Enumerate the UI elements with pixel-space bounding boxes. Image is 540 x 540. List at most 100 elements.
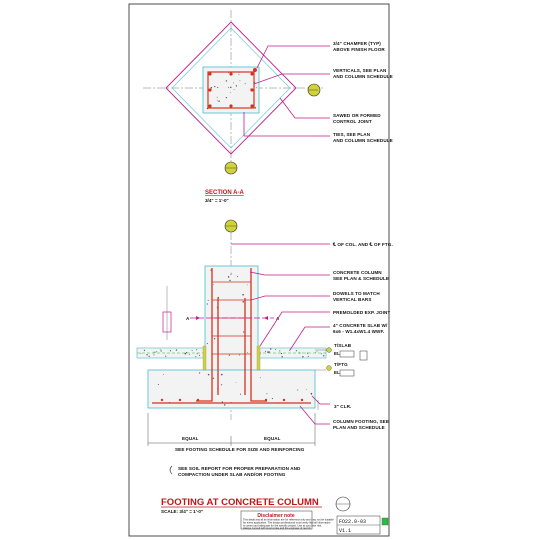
tof-label: T/FTG: [334, 362, 348, 367]
sheet-number: FO22.0-03: [339, 519, 366, 525]
equal-dimension: [147, 413, 316, 446]
hatch-dot: [221, 384, 223, 386]
hatch-dot: [184, 352, 187, 355]
hatch-dot: [298, 352, 300, 354]
hatch-dot: [255, 87, 257, 89]
hatch-dot: [243, 331, 245, 333]
hatch-dot: [210, 269, 212, 271]
plan-view: 3/4" CHAMFER (TYP) ABOVE FINISH FLOOR VE…: [143, 10, 393, 175]
hatch-dot: [306, 389, 307, 390]
hatch-dot: [281, 356, 283, 358]
exp-joint-left: [202, 345, 207, 371]
elevation-tags: T/SLAB EL T/FTG EL: [326, 343, 368, 377]
title-block: FOOTING AT CONCRETE COLUMN SCALE: 3/4" =…: [161, 496, 389, 535]
hatch-dot: [242, 293, 244, 296]
note-joint-2: CONTROL JOINT: [333, 119, 372, 124]
note-exp-joint: PREMOLDED EXP. JOINT: [333, 310, 390, 315]
note-schedule: SEE FOOTING SCHEDULE FOR SIZE AND REINFO…: [175, 447, 305, 452]
hatch-dot: [295, 350, 298, 352]
note-soils-1: SEE SOIL REPORT FOR PROPER PREPARATION A…: [178, 466, 301, 471]
note-joint-1: SAWED OR FORMED: [333, 113, 381, 118]
hatch-dot: [196, 353, 198, 355]
hatch-dot: [223, 404, 226, 406]
plan-leaders: [243, 45, 330, 137]
hatch-dot: [239, 393, 242, 395]
hatch-dot: [206, 303, 208, 305]
hatch-dot: [227, 276, 230, 278]
note-verticals-2: AND COLUMN SCHEDULE: [333, 74, 393, 79]
hatch-dot: [212, 377, 215, 379]
tos-el: EL: [334, 351, 340, 356]
hatch-dot: [230, 92, 231, 93]
hatch-dot: [228, 72, 229, 74]
main-scale: SCALE: 3/4" = 1'-0": [161, 509, 203, 514]
hatch-dot: [279, 350, 281, 352]
note-dowels-2: VERTICAL BARS: [333, 297, 371, 302]
tof-el: EL: [334, 370, 340, 375]
disclaimer-line-2: for every application. The design profes…: [243, 521, 331, 525]
hatch-dot: [289, 349, 291, 351]
equal-right: EQUAL: [264, 436, 281, 441]
sheet-version: V1.1: [339, 528, 351, 534]
equal-left: EQUAL: [182, 436, 199, 441]
hatch-dot: [229, 279, 231, 282]
hatch-dot: [271, 398, 273, 400]
hatch-dot: [214, 86, 216, 88]
hatch-dot: [195, 356, 197, 358]
plan-vertical-bars: [208, 72, 254, 108]
hatch-dot: [221, 401, 224, 403]
hatch-dot: [154, 351, 156, 353]
hatch-dot: [225, 96, 228, 99]
section-title: SECTION A-A: [205, 190, 244, 196]
hatch-dot: [169, 350, 172, 352]
disclaimer-line-3: is correct and adequate for the specific…: [243, 524, 322, 528]
note-dowels-1: DOWELS TO MATCH: [333, 291, 380, 296]
hatch-dot: [247, 351, 249, 353]
note-chamfer-2: ABOVE FINISH FLOOR: [333, 47, 385, 52]
hatch-dot: [310, 393, 312, 395]
hatch-dot: [232, 82, 234, 84]
hatch-dot: [307, 352, 309, 354]
hatch-dot: [323, 355, 325, 357]
note-column-1: CONCRETE COLUMN: [333, 270, 382, 275]
hatch-dot: [216, 99, 218, 101]
hatch-dot: [239, 80, 241, 82]
section-scale: 3/4" = 1'-0": [205, 198, 229, 203]
cut-label-left: A: [186, 316, 190, 321]
hatch-dot: [265, 350, 267, 352]
hatch-dot: [189, 354, 191, 356]
disclaimer-heading: Disclaimer note: [257, 513, 294, 519]
note-column-2: SEE PLAN & SCHEDULE: [333, 276, 389, 281]
hatch-dot: [227, 87, 229, 88]
hatch-dot: [259, 377, 261, 379]
hatch-dot: [146, 354, 148, 356]
control-joint-diamond-inner: [171, 27, 291, 149]
hatch-dot: [302, 355, 304, 358]
hatch-dot: [230, 273, 232, 275]
hatch-dot: [198, 354, 201, 356]
hatch-dot: [159, 348, 161, 350]
hatch-dot: [152, 351, 154, 353]
hatch-dot: [254, 107, 257, 109]
soil-note-marker: [169, 465, 173, 475]
chamfer-marker: [253, 68, 257, 72]
note-soils-2: COMPACTION UNDER SLAB AND/OR FOOTING: [178, 472, 286, 477]
exp-joint-right: [256, 345, 261, 371]
hatch-dot: [218, 100, 220, 102]
hatch-dot: [213, 284, 215, 285]
hatch-dot: [316, 351, 318, 353]
hatch-dot: [144, 350, 145, 352]
hatch-dot: [321, 353, 322, 355]
section-view: A A ℄ OF COL. AND ℄ OF FTG. CONCRETE COL…: [136, 219, 393, 477]
hatch-dot: [297, 389, 299, 391]
hatch-dot: [237, 276, 239, 278]
hatch-dot: [235, 382, 237, 384]
hatch-dot: [198, 372, 201, 374]
hatch-dot: [163, 373, 164, 375]
footing-bar-dots: [160, 398, 304, 402]
tos-label: T/SLAB: [334, 343, 352, 348]
hatch-dot: [228, 354, 231, 356]
hatch-dot: [140, 352, 142, 354]
hatch-dot: [269, 348, 272, 350]
